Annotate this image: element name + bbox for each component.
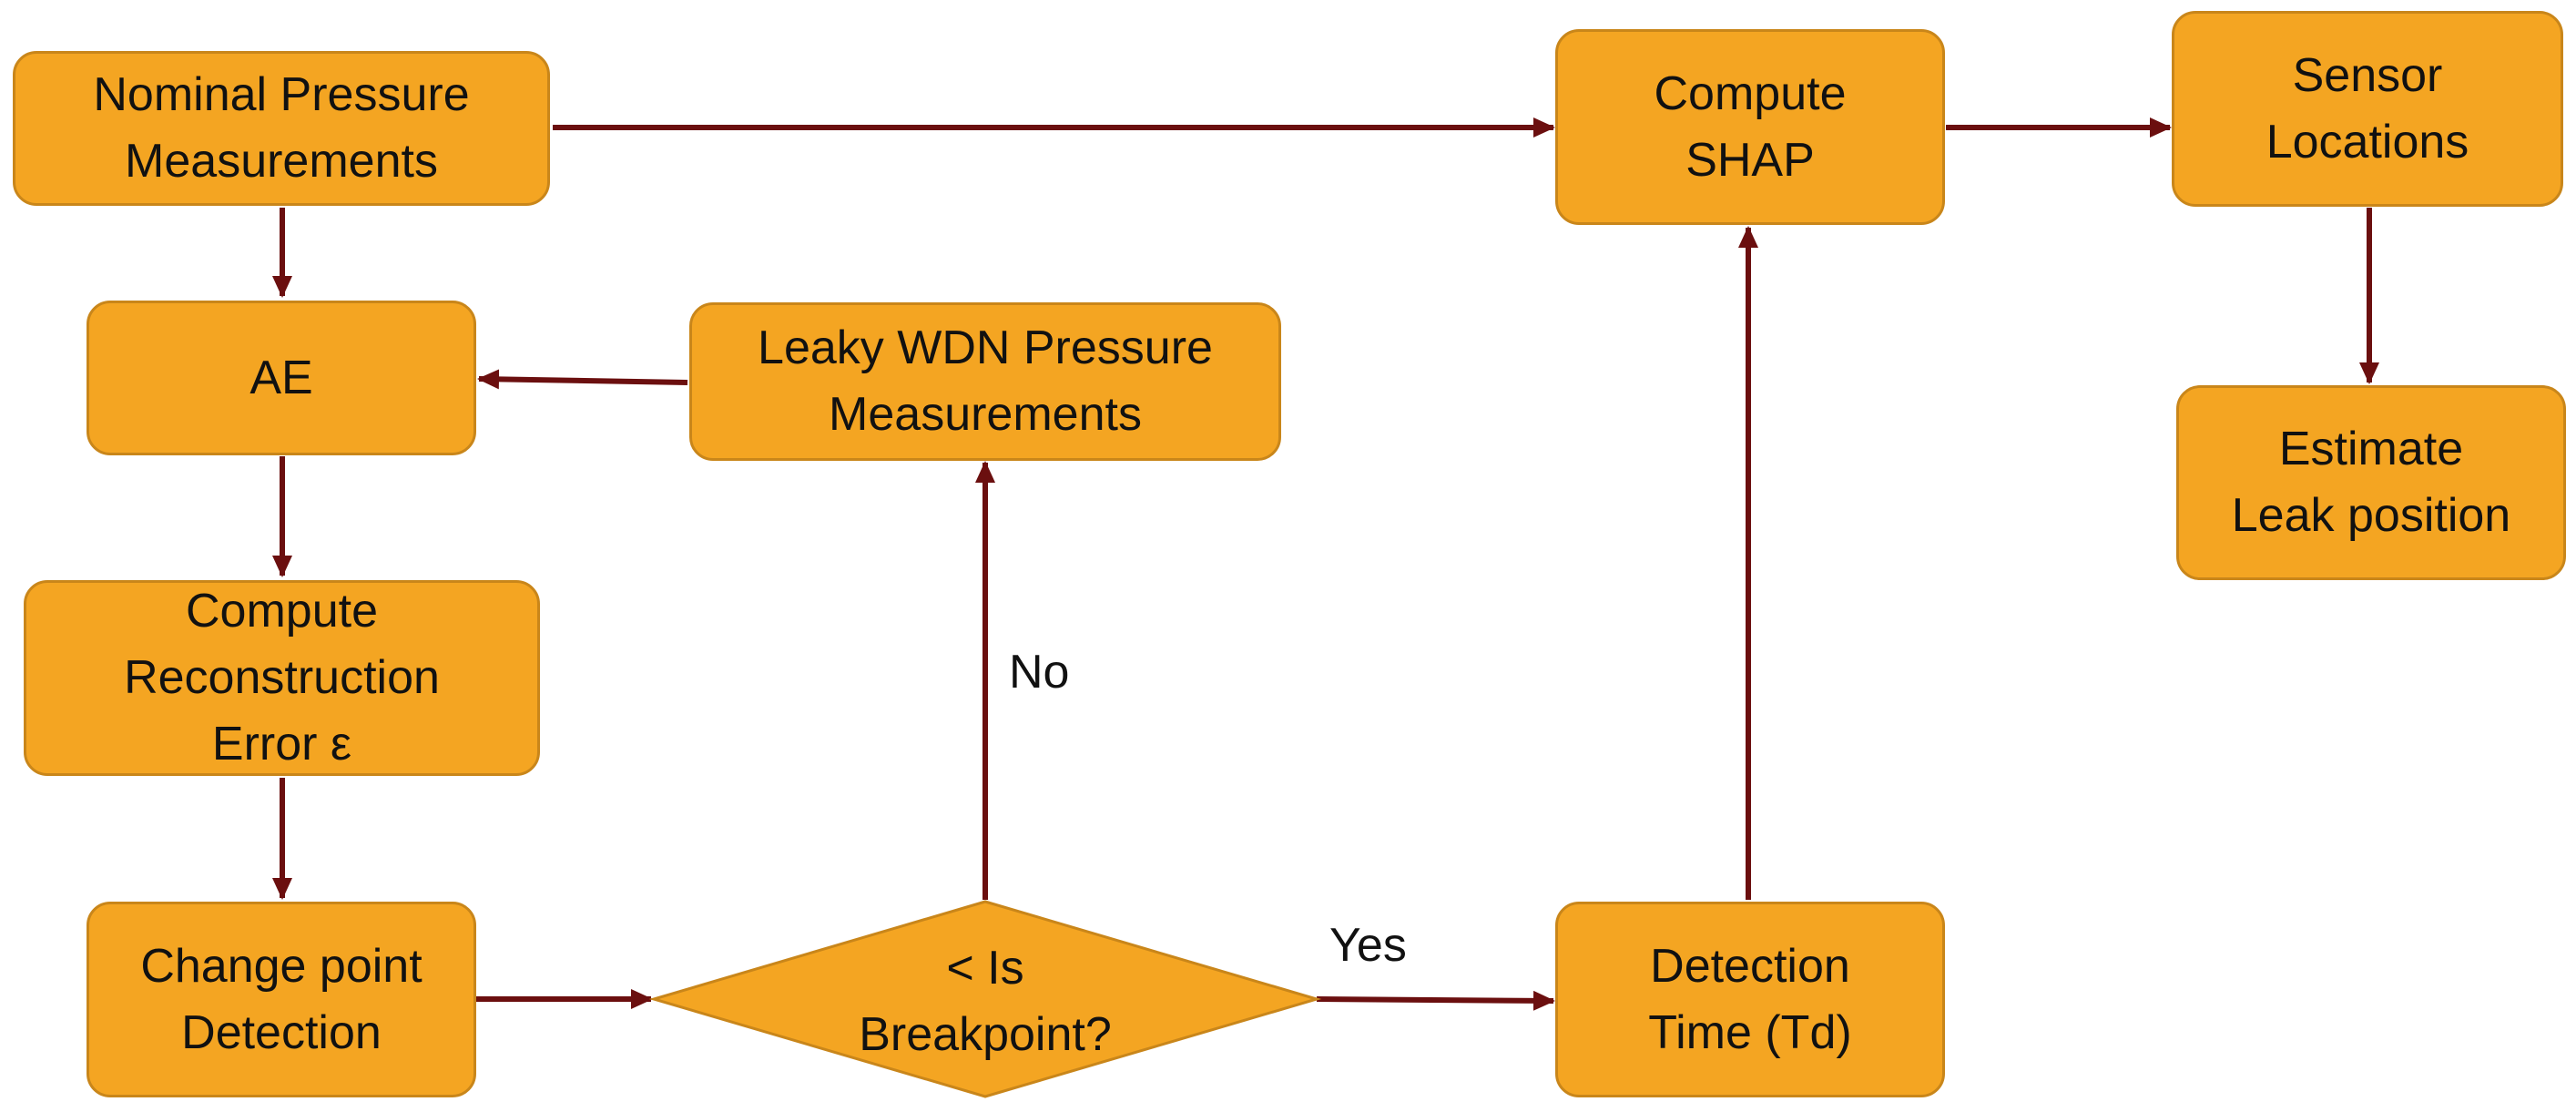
node-nominal-pressure-label: Nominal Pressure Measurements (93, 68, 470, 188)
node-sensor-locations: Sensor Locations (2172, 11, 2563, 207)
node-ae-label: AE (249, 351, 313, 404)
node-change-point: Change point Detection (87, 902, 476, 1097)
arrow-decision-to-detection-yes (1316, 990, 1555, 1011)
node-sensor-locations-label: Sensor Locations (2265, 48, 2469, 168)
edge-label-yes: Yes (1329, 919, 1407, 972)
node-leaky-wdn: Leaky WDN Pressure Measurements (689, 302, 1281, 461)
node-reconstruction-error-label: Compute Reconstruction Error ε (124, 585, 440, 770)
decision-label: < Is Breakpoint? (859, 942, 1112, 1061)
node-detection-time: Detection Time (Td) (1555, 902, 1945, 1097)
node-detection-time-label: Detection Time (Td) (1648, 939, 1852, 1059)
edge-label-no: No (1009, 646, 1070, 699)
decision-label-box: < Is Breakpoint? (745, 929, 1226, 1075)
arrow-leaky-to-ae (477, 369, 688, 390)
node-change-point-label: Change point Detection (140, 939, 423, 1059)
node-estimate-leak: Estimate Leak position (2176, 385, 2566, 580)
decision-diamond (648, 900, 1322, 1098)
node-compute-shap: Compute SHAP (1555, 29, 1945, 225)
node-estimate-leak-label: Estimate Leak position (2231, 423, 2511, 542)
node-reconstruction-error: Compute Reconstruction Error ε (24, 580, 540, 776)
node-nominal-pressure: Nominal Pressure Measurements (13, 51, 550, 206)
node-ae: AE (87, 301, 476, 455)
node-leaky-wdn-label: Leaky WDN Pressure Measurements (758, 321, 1213, 441)
node-compute-shap-label: Compute SHAP (1654, 66, 1847, 187)
